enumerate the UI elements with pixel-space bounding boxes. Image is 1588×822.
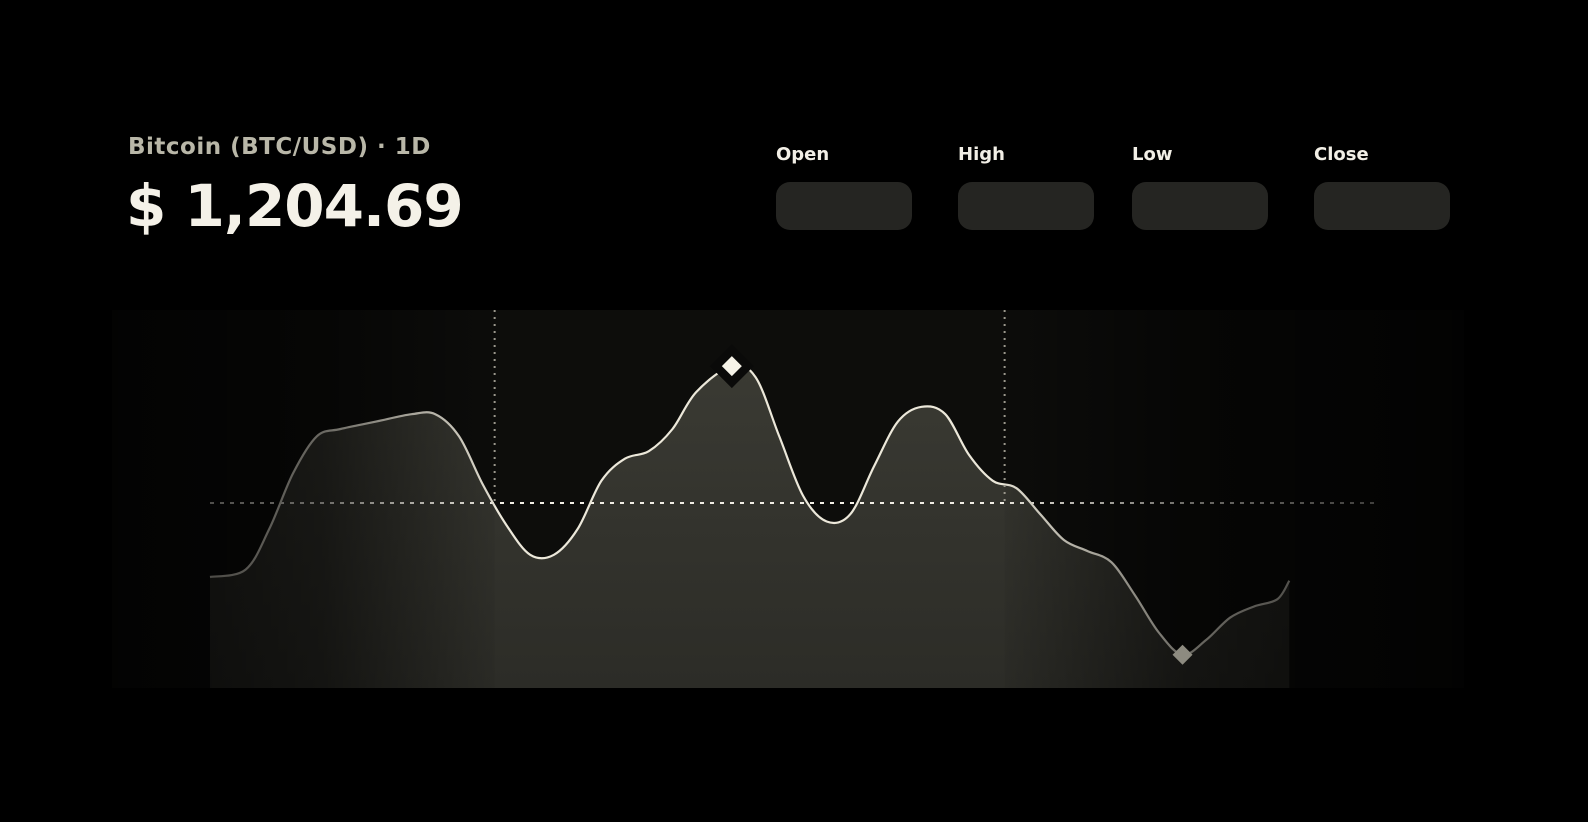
dimmed-region-right (1004, 310, 1464, 688)
stat-low-label: Low (1132, 144, 1173, 165)
stat-open-value (776, 182, 912, 230)
dimmed-region-left (112, 310, 495, 688)
stat-open: Open (776, 142, 912, 230)
min-marker[interactable] (1172, 644, 1193, 665)
stat-high-value (958, 182, 1094, 230)
stat-high-label: High (958, 144, 1005, 165)
stat-close: Close (1314, 142, 1450, 230)
stat-high: High (958, 142, 1094, 230)
chart-subtitle: Bitcoin (BTC/USD) · 1D (128, 134, 431, 160)
stat-close-value (1314, 182, 1450, 230)
stat-open-label: Open (776, 144, 830, 165)
stat-low: Low (1132, 142, 1268, 230)
current-price: $ 1,204.69 (126, 172, 464, 240)
max-marker[interactable] (721, 356, 742, 377)
stat-close-label: Close (1314, 144, 1369, 165)
stat-low-value (1132, 182, 1268, 230)
